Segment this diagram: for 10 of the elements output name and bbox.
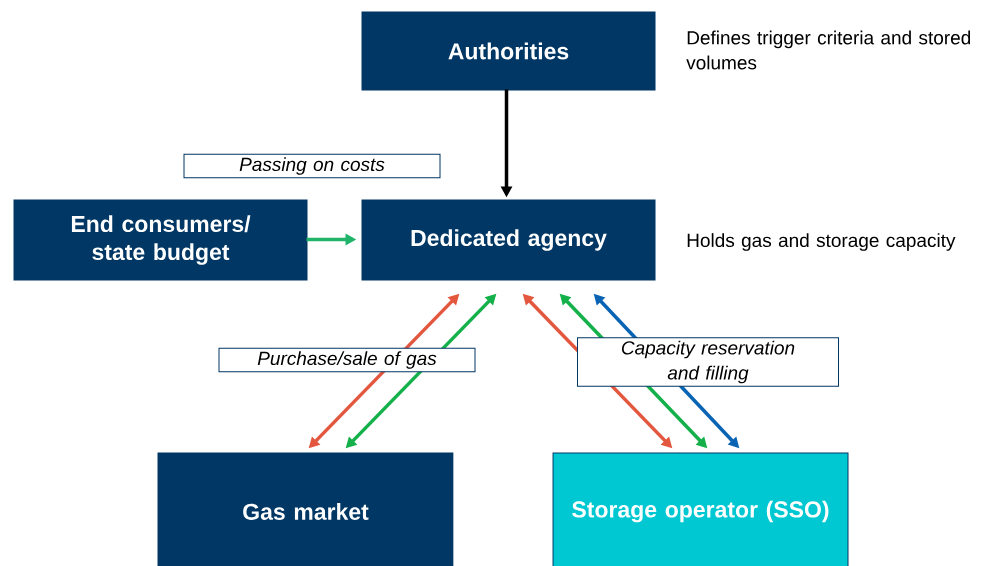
process-box: End consumers/ state budget: [13, 199, 308, 281]
side-note: Defines trigger criteria and stored volumes: [686, 30, 971, 70]
process-box: Dedicated agency: [361, 199, 656, 281]
process-box: Authorities: [361, 11, 656, 91]
process-box: Gas market: [157, 452, 454, 566]
side-note: Holds gas and storage capacity: [687, 233, 956, 251]
edge-label: Passing on costs: [183, 153, 441, 179]
process-box: Storage operator (SSO): [552, 452, 849, 566]
edge-label: Purchase/sale of gas: [218, 347, 476, 373]
edge-label: Capacity reservation and filling: [577, 337, 839, 387]
